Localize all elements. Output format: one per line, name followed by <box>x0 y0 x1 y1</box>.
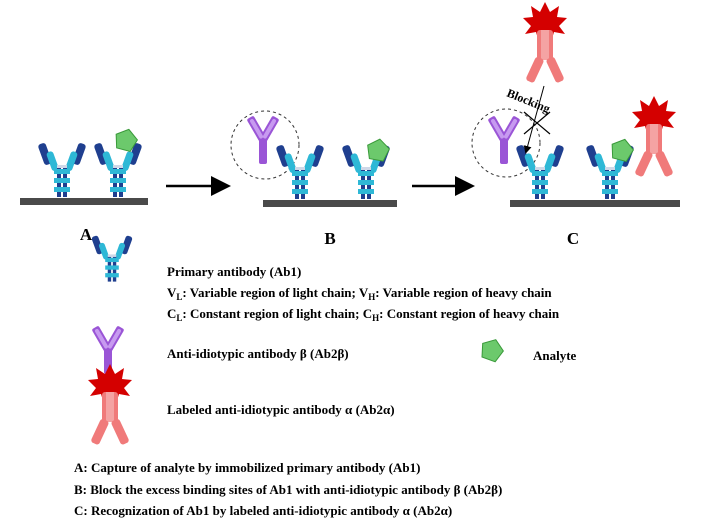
primary-antibody-icon <box>515 144 565 199</box>
labeled-anti-idiotypic-alpha-icon <box>632 96 676 178</box>
surface-a <box>20 198 148 205</box>
primary-antibody-icon <box>275 144 325 199</box>
analyte-icon <box>364 136 392 163</box>
blocking-label: Blocking <box>505 86 552 116</box>
anti-idiotypic-beta-icon <box>487 115 521 164</box>
binding-highlight-circle <box>471 108 541 178</box>
surface-c <box>510 200 680 207</box>
step-descriptions: A: Capture of analyte by immobilized pri… <box>74 460 502 518</box>
primary-antibody-icon <box>93 142 143 197</box>
step-a: A: Capture of analyte by immobilized pri… <box>74 460 420 475</box>
analyte-icon <box>608 136 636 164</box>
panel-label-a: A <box>80 225 93 244</box>
panel-a: A <box>20 126 148 244</box>
binding-highlight-circle <box>230 110 300 180</box>
step-b: B: Block the excess binding sites of Ab1… <box>74 482 502 497</box>
legend-labeled-alpha: Labeled anti-idiotypic antibody α (Ab2α) <box>167 402 395 417</box>
panel-label-c: C <box>567 229 579 248</box>
legend-primary-constant: CL: Constant region of light chain; CH: … <box>167 306 560 323</box>
primary-antibody-icon <box>37 142 87 197</box>
panel-b: B <box>230 110 397 248</box>
analyte-icon <box>477 335 507 364</box>
blocking-cross-icon <box>523 111 551 135</box>
primary-antibody-icon <box>91 235 133 282</box>
legend-primary-variable: VL: Variable region of light chain; VH: … <box>167 285 552 302</box>
surface-b <box>263 200 397 207</box>
anti-idiotypic-beta-icon <box>246 115 280 164</box>
legend-anti-beta: Anti-idiotypic antibody β (Ab2β) <box>167 346 349 361</box>
legend-primary-title: Primary antibody (Ab1) <box>167 264 301 279</box>
blocking-arrow <box>523 85 545 154</box>
panel-c: Blocking C <box>471 2 680 248</box>
panel-label-b: B <box>324 229 335 248</box>
labeled-anti-idiotypic-alpha-icon <box>88 364 132 446</box>
labeled-anti-idiotypic-alpha-icon <box>523 2 567 84</box>
step-c: C: Recognization of Ab1 by labeled anti-… <box>74 503 452 518</box>
anti-idiotypic-beta-icon <box>91 325 125 374</box>
legend: Primary antibody (Ab1) VL: Variable regi… <box>88 235 577 446</box>
legend-analyte: Analyte <box>533 348 577 363</box>
